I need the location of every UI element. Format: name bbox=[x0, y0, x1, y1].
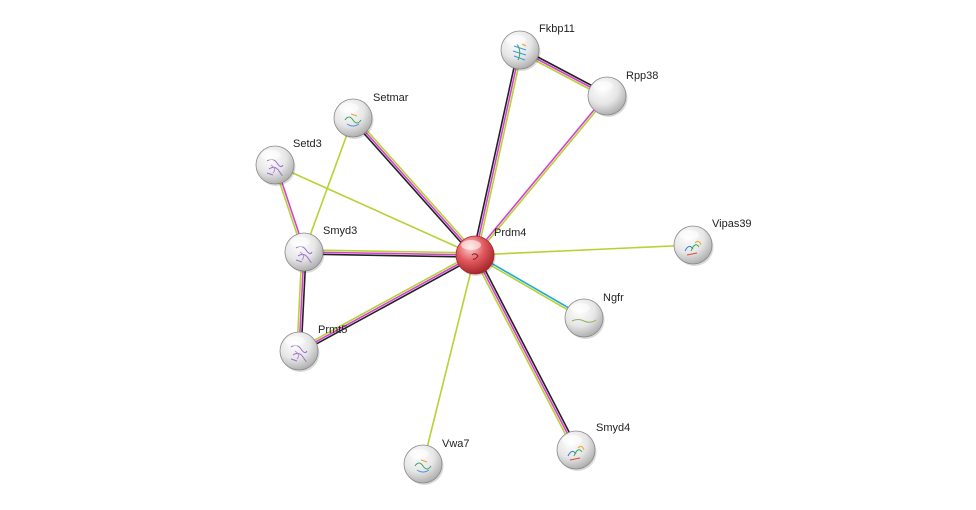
node-label-vwa7: Vwa7 bbox=[442, 438, 470, 450]
edge-evidence-line bbox=[476, 50, 523, 256]
edge-prdm4-fkbp11[interactable] bbox=[472, 49, 523, 256]
edge-prdm4-smyd3[interactable] bbox=[303, 249, 476, 258]
node-fkbp11[interactable]: Fkbp11 bbox=[500, 23, 575, 71]
thin-chain-structure-icon bbox=[571, 319, 597, 323]
node-vipas39[interactable]: Vipas39 bbox=[673, 218, 752, 266]
edge-prdm4-smyd4[interactable] bbox=[472, 253, 579, 452]
edge-prdm4-prmt5[interactable] bbox=[297, 252, 477, 354]
node-smyd3[interactable]: Smyd3 bbox=[284, 225, 357, 273]
node-highlight bbox=[461, 240, 481, 250]
node-label-prdm4: Prdm4 bbox=[494, 227, 526, 239]
edge-evidence-line bbox=[473, 94, 607, 255]
edge-evidence-line bbox=[474, 254, 577, 451]
edge-evidence-line bbox=[422, 254, 476, 465]
protein-mini-structure-icon bbox=[471, 253, 479, 260]
edge-setmar-smyd3[interactable] bbox=[303, 117, 354, 253]
helix-structure-icon bbox=[344, 113, 362, 127]
node-rpp38[interactable]: Rpp38 bbox=[587, 70, 658, 117]
edge-prdm4-setmar[interactable] bbox=[350, 116, 478, 257]
edge-evidence-line bbox=[303, 117, 354, 253]
node-prdm4[interactable]: Prdm4 bbox=[455, 227, 526, 276]
edge-evidence-line bbox=[352, 117, 476, 256]
edge-prdm4-ngfr[interactable] bbox=[474, 253, 585, 320]
node-label-vipas39: Vipas39 bbox=[712, 218, 752, 230]
edge-evidence-line bbox=[353, 116, 478, 255]
edge-evidence-line bbox=[274, 164, 476, 256]
node-label-smyd4: Smyd4 bbox=[596, 422, 630, 434]
edge-evidence-line bbox=[297, 252, 475, 350]
node-label-setd3: Setd3 bbox=[293, 138, 322, 150]
node-highlight bbox=[570, 303, 590, 313]
edge-prdm4-setd3[interactable] bbox=[274, 164, 476, 256]
node-highlight bbox=[290, 237, 310, 247]
node-label-ngfr: Ngfr bbox=[603, 292, 624, 304]
edge-evidence-line bbox=[303, 253, 475, 258]
edge-evidence-line bbox=[472, 255, 575, 452]
purple-fold-structure-icon bbox=[290, 344, 308, 362]
edge-evidence-line bbox=[474, 49, 521, 256]
edge-evidence-line bbox=[475, 253, 585, 318]
edge-evidence-line bbox=[304, 249, 476, 254]
node-highlight bbox=[339, 103, 359, 113]
edge-prdm4-rpp38[interactable] bbox=[473, 94, 609, 257]
edge-evidence-line bbox=[299, 256, 477, 354]
edge-evidence-line bbox=[298, 254, 476, 352]
node-setd3[interactable]: Setd3 bbox=[255, 138, 322, 186]
node-highlight bbox=[285, 336, 305, 346]
node-highlight bbox=[679, 230, 699, 240]
node-highlight bbox=[409, 449, 429, 459]
edge-prdm4-vipas39[interactable] bbox=[474, 244, 694, 256]
node-label-setmar: Setmar bbox=[373, 92, 409, 104]
edge-evidence-line bbox=[474, 244, 694, 256]
edge-evidence-line bbox=[476, 253, 579, 450]
edge-evidence-line bbox=[303, 251, 476, 256]
node-label-smyd3: Smyd3 bbox=[323, 225, 357, 237]
edge-evidence-line bbox=[472, 49, 519, 255]
edge-evidence-line bbox=[474, 255, 584, 320]
node-label-fkbp11: Fkbp11 bbox=[539, 23, 575, 35]
node-highlight bbox=[593, 81, 613, 91]
node-label-prmt5: Prmt5 bbox=[318, 324, 347, 336]
node-ngfr[interactable]: Ngfr bbox=[564, 292, 624, 339]
helix-structure-icon bbox=[414, 459, 432, 473]
rainbow-helix-structure-icon bbox=[567, 445, 585, 461]
rainbow-helix-structure-icon bbox=[684, 240, 702, 256]
node-highlight bbox=[562, 435, 582, 445]
edge-evidence-line bbox=[475, 96, 609, 257]
node-label-rpp38: Rpp38 bbox=[626, 70, 658, 82]
node-vwa7[interactable]: Vwa7 bbox=[403, 438, 470, 485]
node-setmar[interactable]: Setmar bbox=[333, 92, 409, 139]
node-smyd4[interactable]: Smyd4 bbox=[556, 422, 630, 471]
beta-sheet-structure-icon bbox=[512, 43, 527, 61]
node-highlight bbox=[506, 35, 526, 45]
node-highlight bbox=[261, 150, 281, 160]
edge-evidence-line bbox=[350, 118, 475, 257]
edge-prdm4-vwa7[interactable] bbox=[422, 254, 476, 465]
node-prmt5[interactable]: Prmt5 bbox=[279, 324, 347, 372]
